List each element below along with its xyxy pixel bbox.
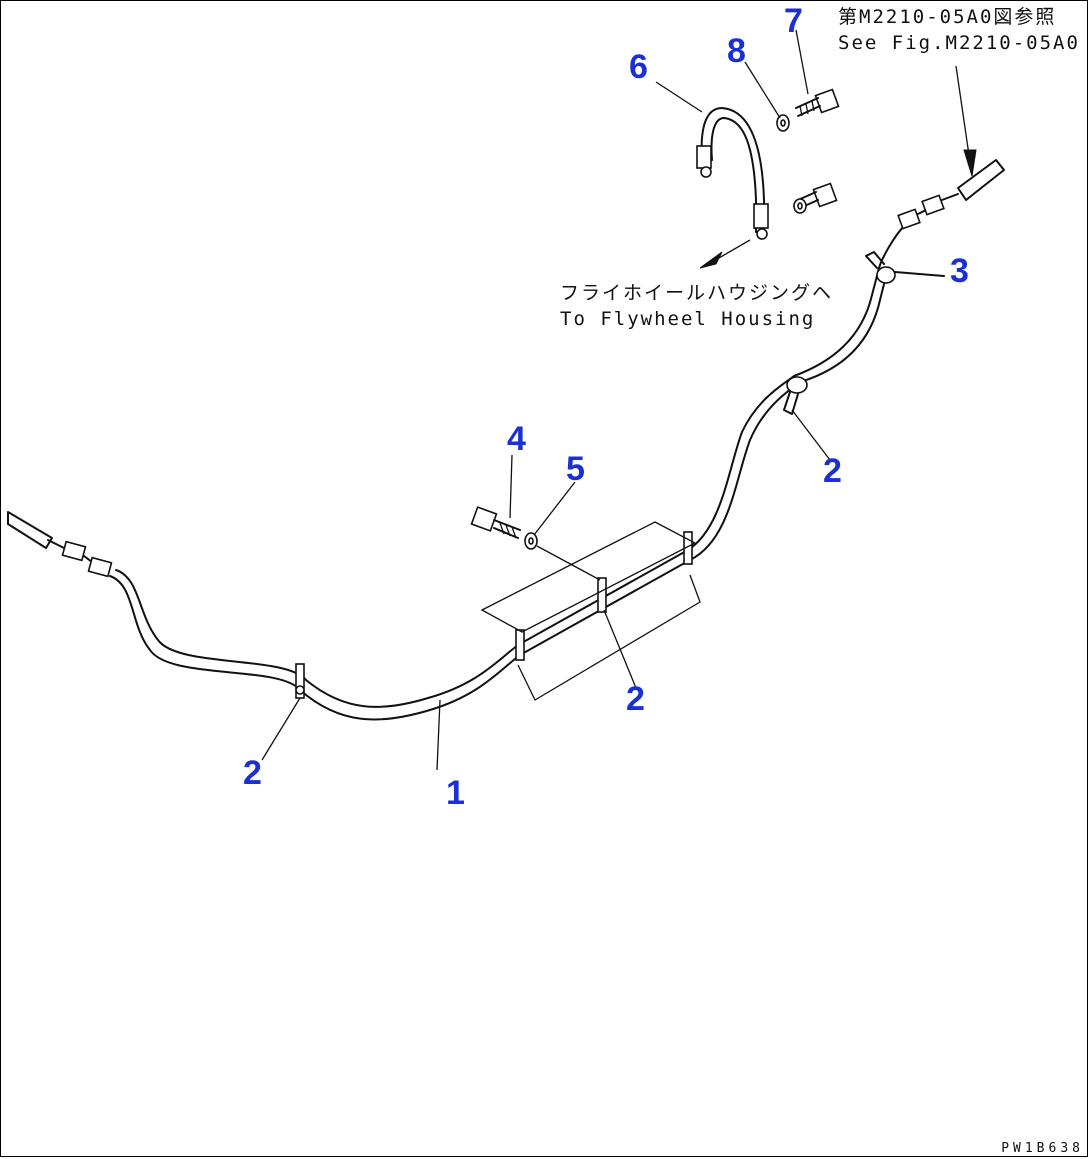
main-harness (109, 159, 1005, 721)
callout-1: 1 (446, 774, 465, 812)
leader-lines (261, 29, 831, 771)
bolt-4 (470, 506, 521, 539)
callout-5: 5 (566, 450, 585, 488)
callout-2-left: 2 (243, 754, 262, 792)
bolt-7 (795, 88, 840, 117)
callout-2-right: 2 (823, 452, 842, 490)
clamp-top (865, 251, 945, 284)
reference-note-en: See Fig.M2210-05A0 (838, 32, 1080, 54)
callout-6: 6 (629, 48, 648, 86)
callout-2-middle: 2 (626, 680, 645, 718)
washer-5 (524, 532, 601, 581)
clamp-right (783, 376, 808, 415)
clamp-left (295, 663, 305, 699)
bracket-plate-outline (480, 521, 701, 701)
bolt-lower (793, 182, 838, 214)
reference-note-jp: 第M2210-05A0図参照 (838, 6, 1057, 28)
reference-arrow (955, 65, 977, 177)
flywheel-note-jp: フライホイールハウジングヘ (560, 282, 834, 304)
ground-strap-6 (696, 107, 769, 240)
flywheel-arrow (699, 239, 751, 269)
callout-4: 4 (507, 420, 526, 458)
callout-3: 3 (950, 252, 969, 290)
callout-7: 7 (784, 2, 803, 40)
drawing-number: PW1B638 (1001, 1141, 1084, 1156)
clamp-middle-1 (515, 629, 525, 661)
washer-8 (776, 114, 790, 132)
left-cable-end (7, 511, 113, 578)
clamp-middle-2 (597, 577, 607, 613)
callout-8: 8 (727, 32, 746, 70)
flywheel-note-en: To Flywheel Housing (560, 308, 816, 330)
